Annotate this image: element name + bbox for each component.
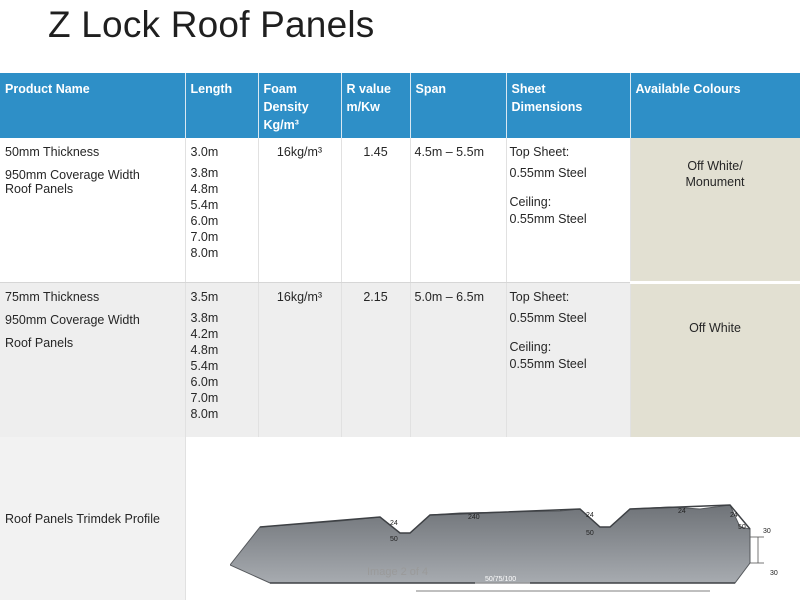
product-thickness: 50mm Thickness	[5, 145, 100, 159]
header-r-value: R value m/Kw	[341, 73, 411, 138]
foam-density-cell: 16kg/m³	[258, 282, 342, 437]
header-sheet-line1: Sheet	[511, 82, 546, 96]
dim-label: 50	[738, 524, 746, 531]
colour-option: Off White/	[687, 159, 743, 173]
header-r-value-line1: R value	[346, 82, 391, 96]
top-sheet-value: 0.55mm Steel	[509, 166, 587, 180]
available-colours-cell: Off White/ Monument	[630, 138, 800, 283]
header-length: Length	[185, 73, 259, 138]
header-r-value-line2: m/Kw	[346, 100, 380, 114]
dim-label: 24	[730, 512, 738, 519]
panel-core	[229, 504, 750, 584]
header-sheet-dimensions: Sheet Dimensions	[506, 73, 631, 138]
header-available-colours: Available Colours	[630, 73, 800, 138]
colour-option: Off White	[689, 321, 741, 335]
span-cell: 4.5m – 5.5m	[410, 138, 507, 283]
trimdek-profile-diagram: 24 240 24 24 50 50 50/75/100 24 50 30 30…	[229, 504, 778, 592]
dim-label: 30	[763, 528, 771, 535]
profile-label-cell: Roof Panels Trimdek Profile	[0, 437, 186, 600]
length-value: 8.0m	[190, 246, 219, 260]
length-value: 8.0m	[190, 407, 219, 421]
header-foam-density-line2: Density	[263, 100, 309, 114]
product-coverage: 950mm Coverage Width	[5, 313, 140, 327]
dim-label: 240	[468, 514, 480, 521]
length-value: 3.5m	[190, 290, 219, 304]
table-header-row: Product Name Length Foam Density Kg/m³ R…	[0, 73, 800, 138]
header-foam-density-line3: Kg/m³	[263, 118, 299, 132]
header-foam-density-line1: Foam	[263, 82, 297, 96]
table-row: Roof Panels Trimdek Profile 24	[0, 437, 800, 600]
r-value-cell: 1.45	[341, 138, 411, 283]
length-value: 5.4m	[190, 198, 219, 212]
dim-label: 24	[678, 508, 686, 515]
length-value: 3.0m	[190, 145, 219, 159]
length-cell: 3.5m 3.8m 4.2m 4.8m 5.4m 6.0m 7.0m 8.0m	[185, 282, 259, 437]
dim-label: 24	[586, 512, 594, 519]
colour-options: Off White/ Monument	[632, 144, 799, 190]
product-type: Roof Panels	[5, 336, 74, 350]
sheet-dimensions-cell: Top Sheet: 0.55mm Steel Ceiling: 0.55mm …	[506, 138, 631, 283]
length-value: 7.0m	[190, 391, 219, 405]
product-thickness: 75mm Thickness	[5, 290, 100, 304]
length-value: 6.0m	[190, 375, 219, 389]
length-value: 5.4m	[190, 359, 219, 373]
length-value: 3.8m	[190, 311, 219, 325]
dim-label: 50	[390, 536, 398, 543]
length-value: 4.8m	[190, 343, 219, 357]
ceiling-value: 0.55mm Steel	[509, 212, 587, 226]
table-row: 50mm Thickness 950mm Coverage Width Roof…	[0, 138, 800, 283]
top-sheet-value: 0.55mm Steel	[509, 311, 587, 325]
product-type: Roof Panels	[5, 182, 74, 196]
colour-option: Monument	[685, 175, 745, 189]
ceiling-value: 0.55mm Steel	[509, 357, 587, 371]
available-colours-cell: Off White	[630, 281, 800, 437]
top-sheet-label: Top Sheet:	[509, 290, 570, 304]
product-name-cell: 75mm Thickness 950mm Coverage Width Roof…	[0, 282, 186, 437]
header-sheet-line2: Dimensions	[511, 100, 583, 114]
page-title: Z Lock Roof Panels	[48, 4, 375, 45]
sheet-dimensions-cell: Top Sheet: 0.55mm Steel Ceiling: 0.55mm …	[506, 282, 631, 437]
profile-drawing-cell: 24 240 24 24 50 50 50/75/100 24 50 30 30…	[185, 437, 800, 600]
length-value: 6.0m	[190, 214, 219, 228]
dim-label: 30	[770, 570, 778, 577]
top-sheet-line	[259, 504, 751, 534]
length-value: 4.8m	[190, 182, 219, 196]
dim-label: 24	[390, 520, 398, 527]
length-value: 3.8m	[190, 166, 219, 180]
dim-label: 50	[586, 530, 594, 537]
top-sheet-label: Top Sheet:	[509, 145, 570, 159]
table-row: 75mm Thickness 950mm Coverage Width Roof…	[0, 281, 800, 437]
length-value: 4.2m	[190, 327, 219, 341]
product-spec-table: Product Name Length Foam Density Kg/m³ R…	[0, 73, 800, 600]
span-cell: 5.0m – 6.5m	[410, 282, 507, 437]
product-coverage: 950mm Coverage Width	[5, 168, 140, 182]
header-product-name: Product Name	[0, 73, 186, 138]
r-value-cell: 2.15	[341, 282, 411, 437]
image-counter: Image 2 of 4	[367, 566, 429, 578]
length-cell: 3.0m 3.8m 4.8m 5.4m 6.0m 7.0m 8.0m	[185, 138, 259, 283]
length-value: 7.0m	[190, 230, 219, 244]
header-span: Span	[410, 73, 507, 138]
ceiling-label: Ceiling:	[509, 195, 552, 209]
ceiling-label: Ceiling:	[509, 340, 552, 354]
dim-label: 50/75/100	[485, 576, 516, 583]
header-foam-density: Foam Density Kg/m³	[258, 73, 342, 138]
product-name-cell: 50mm Thickness 950mm Coverage Width Roof…	[0, 138, 186, 283]
foam-density-cell: 16kg/m³	[258, 138, 342, 283]
